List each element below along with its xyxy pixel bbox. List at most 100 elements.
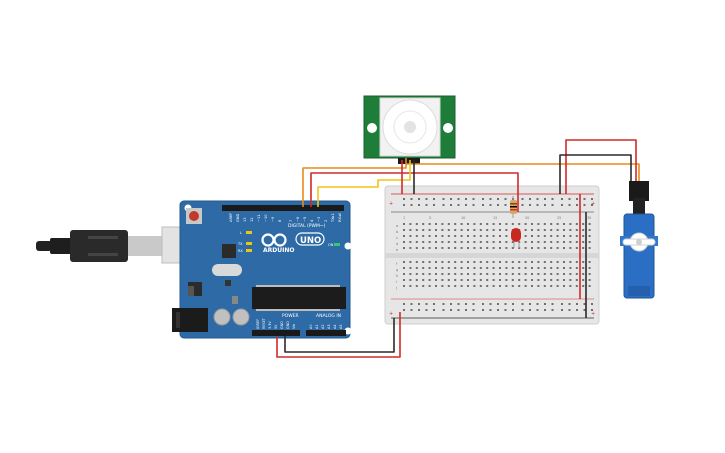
breadboard-hole xyxy=(576,303,578,305)
resistor xyxy=(510,196,517,218)
breadboard-hole xyxy=(524,241,527,243)
breadboard-hole xyxy=(433,198,435,200)
pin-label: GND xyxy=(286,321,290,329)
breadboard-hole xyxy=(521,204,524,206)
breadboard-hole xyxy=(418,303,420,305)
breadboard-hole xyxy=(441,267,444,269)
mounting-hole xyxy=(344,242,352,250)
breadboard-hole xyxy=(550,285,553,287)
breadboard-hole xyxy=(460,273,463,275)
breadboard-hole xyxy=(460,261,463,263)
breadboard-hole xyxy=(454,223,457,225)
breadboard-hole xyxy=(473,223,476,225)
breadboard-hole xyxy=(569,273,572,275)
breadboard-hole xyxy=(537,273,540,275)
breadboard-hole xyxy=(467,279,469,281)
breadboard-hole xyxy=(460,247,463,249)
breadboard-hole xyxy=(415,229,418,231)
breadboard-hole xyxy=(543,279,546,281)
breadboard-hole xyxy=(591,198,593,200)
breadboard-hole xyxy=(473,267,476,269)
digital-pwm-label: DIGITAL (PWM~) xyxy=(288,223,326,229)
breadboard-hole xyxy=(472,204,475,206)
breadboard-hole xyxy=(442,303,445,305)
breadboard-hole xyxy=(403,198,405,200)
led xyxy=(511,228,521,248)
breadboard-hole xyxy=(467,229,469,231)
breadboard-hole xyxy=(457,309,460,311)
breadboard-hole xyxy=(435,285,437,287)
breadboard-hole xyxy=(524,279,527,281)
breadboard-hole xyxy=(582,279,585,281)
breadboard-hole xyxy=(518,273,521,275)
breadboard-hole xyxy=(450,198,452,200)
breadboard-hole xyxy=(583,198,586,200)
breadboard-hole xyxy=(531,229,533,231)
breadboard-hole xyxy=(479,229,482,231)
breadboard-hole xyxy=(583,303,586,305)
pin-label: 7 xyxy=(289,220,293,222)
breadboard-hole xyxy=(441,273,444,275)
wire-orange-pir xyxy=(302,158,407,207)
breadboard-hole xyxy=(568,204,571,206)
breadboard-hole xyxy=(460,223,463,225)
breadboard-hole xyxy=(473,229,476,231)
breadboard-hole xyxy=(467,261,469,263)
breadboard-hole xyxy=(497,309,499,311)
breadboard-hole xyxy=(473,247,476,249)
breadboard-hole xyxy=(569,285,572,287)
breadboard-hole xyxy=(588,235,591,237)
breadboard-hole xyxy=(499,285,501,287)
breadboard-hole xyxy=(582,261,585,263)
breadboard-hole xyxy=(492,247,495,249)
breadboard-hole xyxy=(486,267,489,269)
chip-pins xyxy=(256,285,340,311)
breadboard-hole xyxy=(486,247,489,249)
breadboard-hole xyxy=(529,204,531,206)
breadboard-hole xyxy=(403,223,405,225)
breadboard-hole xyxy=(486,241,489,243)
breadboard-hole xyxy=(521,303,524,305)
breadboard-row-letters: a b c d e f g h i j xyxy=(395,224,399,290)
digital-pin-labels: AREF GND 13 12 ~11 ~10 ~9 8 7 ~6 ~5 4 ~3… xyxy=(229,212,342,223)
pir-mount-hole xyxy=(367,123,377,133)
breadboard-hole xyxy=(561,204,563,206)
breadboard-hole xyxy=(569,247,572,249)
breadboard-hole xyxy=(415,235,418,237)
wire-gnd-rail xyxy=(284,318,395,353)
breadboard-hole xyxy=(441,247,444,249)
breadboard-hole xyxy=(576,309,578,311)
breadboard-hole xyxy=(588,261,591,263)
pin-label: ~9 xyxy=(271,216,275,222)
breadboard-hole xyxy=(454,273,457,275)
breadboard-hole xyxy=(575,267,578,269)
breadboard-hole xyxy=(473,235,476,237)
breadboard-hole xyxy=(454,279,457,281)
breadboard-hole xyxy=(543,235,546,237)
breadboard-hole xyxy=(551,303,554,305)
wire-5v-rail xyxy=(276,312,401,358)
breadboard-hole xyxy=(582,273,585,275)
analog-in-label: ANALOG IN xyxy=(316,313,341,319)
breadboard-hole xyxy=(418,309,420,311)
breadboard-hole xyxy=(544,303,546,305)
breadboard-hole xyxy=(403,229,405,231)
pin-label: Vin xyxy=(292,324,296,329)
pir-side-label: VCC OUT GND xyxy=(458,102,462,127)
breadboard-hole xyxy=(561,303,563,305)
breadboard-hole xyxy=(575,223,578,225)
breadboard-hole xyxy=(454,261,457,263)
breadboard-hole xyxy=(418,198,420,200)
breadboard-hole xyxy=(415,247,418,249)
led-label-l: L xyxy=(240,231,242,235)
breadboard-hole xyxy=(536,303,539,305)
breadboard-hole xyxy=(563,261,565,263)
breadboard-hole xyxy=(543,247,546,249)
breadboard-hole xyxy=(479,223,482,225)
uno-model-text: UNO xyxy=(300,236,321,246)
pin-label: RX◂0 xyxy=(338,212,342,222)
breadboard-hole xyxy=(575,285,578,287)
breadboard-hole xyxy=(537,235,540,237)
pin-label: ~11 xyxy=(257,214,261,222)
breadboard-hole xyxy=(576,204,578,206)
